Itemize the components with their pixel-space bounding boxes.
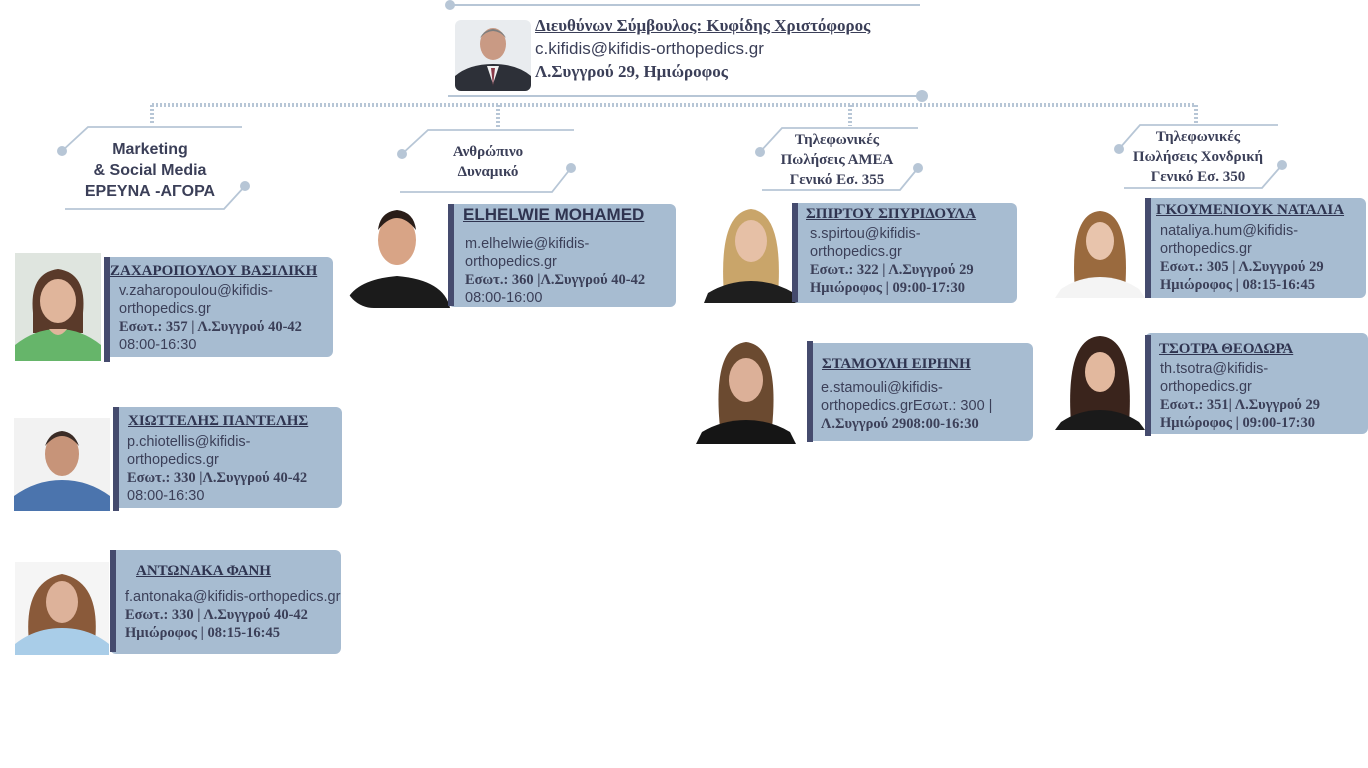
card-stamouli [807, 343, 1033, 441]
card-tsotra [1145, 333, 1368, 434]
photo-elhelwie [344, 200, 450, 308]
photo-goumeniouk [1055, 205, 1145, 298]
photo-chiotellis [14, 418, 110, 511]
ceo-photo [455, 20, 531, 91]
employee-name: ΧΙΩΤΤΕΛΗΣ ΠΑΝΤΕΛΗΣ [128, 413, 309, 429]
employee-name: ΣΠΙΡΤΟΥ ΣΠΥΡΙΔΟΥΛΑ [806, 206, 977, 222]
employee-name: ΓΚΟΥΜΕΝΙΟΥΚ ΝΑΤΑΛΙΑ [1156, 202, 1345, 218]
dept-hr: Ανθρώπινο Δυναμικό [452, 144, 524, 180]
employee-info: f.antonaka@kifidis-orthopedics.gr Εσωτ.:… [125, 589, 341, 641]
photo-spirtou [704, 203, 798, 303]
employee-info: e.stamouli@kifidis- orthopedics.grΕσωτ.:… [821, 380, 993, 432]
employee-name: ΖΑΧΑΡΟΠΟΥΛΟΥ ΒΑΣΙΛΙΚΗ [110, 263, 318, 279]
employee-info: v.zaharopoulou@kifidis- orthopedics.gr Ε… [119, 283, 302, 353]
employee-info: nataliya.hum@kifidis- orthopedics.gr Εσω… [1160, 223, 1324, 293]
accent-bar [104, 257, 110, 362]
dept-sales-chondriki: Τηλεφωνικές Πωλήσεις Χονδρική Γενικό Εσ.… [1132, 129, 1264, 185]
dept-sales-amea: Τηλεφωνικές Πωλήσεις ΑΜΕΑ Γενικό Εσ. 355 [780, 132, 894, 188]
accent-bar [1145, 335, 1151, 436]
employee-name: ΤΣΟΤΡΑ ΘΕΟΔΩΡΑ [1159, 341, 1294, 357]
employee-name: ELHELWIE MOHAMED [463, 205, 645, 224]
card-goumeniouk [1145, 198, 1366, 298]
accent-bar [792, 203, 798, 302]
accent-bar [110, 550, 116, 652]
card-chiotellis [113, 407, 342, 508]
ceo-info: Διευθύνων Σύμβουλος: Κυφίδης Χριστόφορος… [535, 14, 955, 83]
accent-bar [807, 341, 813, 442]
photo-zacharopoulou [15, 253, 101, 361]
dept-marketing: Marketing & Social Media ΕΡΕΥΝΑ -ΑΓΟΡΑ [84, 141, 216, 200]
employee-name: ΑΝΤΩΝΑΚΑ ΦΑΝΗ [136, 563, 271, 579]
card-antonaka [110, 550, 341, 654]
photo-tsotra [1055, 332, 1145, 430]
card-elhelwie [448, 204, 676, 307]
employee-info: m.elhelwie@kifidis- orthopedics.gr Εσωτ.… [465, 236, 646, 306]
employee-name: ΣΤΑΜΟΥΛΗ ΕΙΡΗΝΗ [822, 356, 971, 372]
photo-antonaka [15, 562, 109, 655]
accent-bar [1145, 198, 1151, 298]
photo-stamouli [696, 338, 796, 444]
ceo-address: Λ.Συγγρού 29, Ημιώροφος [535, 62, 728, 81]
employee-info: p.chiotellis@kifidis- orthopedics.gr Εσω… [127, 434, 308, 504]
accent-bar [448, 204, 454, 306]
card-zacharopoulou [104, 257, 333, 357]
ceo-title: Διευθύνων Σύμβουλος: Κυφίδης Χριστόφορος [535, 16, 871, 35]
ceo-email: c.kifidis@kifidis-orthopedics.gr [535, 39, 764, 58]
employee-info: s.spirtou@kifidis- orthopedics.gr Εσωτ.:… [810, 226, 974, 296]
card-spirtou [792, 203, 1017, 303]
employee-info: th.tsotra@kifidis- orthopedics.gr Εσωτ.:… [1160, 361, 1320, 431]
accent-bar [113, 407, 119, 511]
